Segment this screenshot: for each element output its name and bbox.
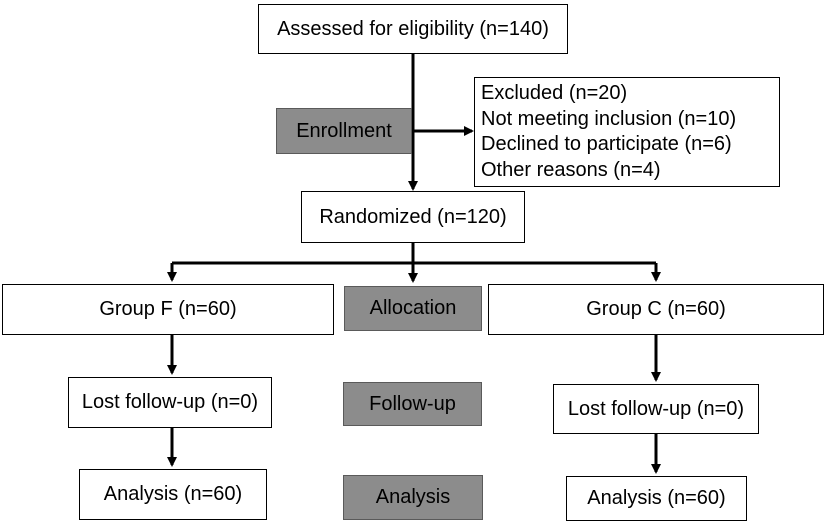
lost-followup-c-label: Lost follow-up (n=0)	[567, 397, 745, 420]
stage-analysis: Analysis	[343, 475, 483, 520]
excluded-title: Excluded (n=20)	[481, 82, 628, 104]
analysis-c-box: Analysis (n=60)	[566, 476, 747, 521]
group-c-box: Group C (n=60)	[488, 284, 824, 335]
randomized-label: Randomized (n=120)	[319, 205, 507, 228]
lost-followup-f-box: Lost follow-up (n=0)	[68, 377, 272, 428]
assessed-box: Assessed for eligibility (n=140)	[258, 4, 568, 54]
analysis-f-box: Analysis (n=60)	[79, 469, 267, 520]
stage-analysis-label: Analysis	[375, 486, 451, 508]
lost-followup-c-box: Lost follow-up (n=0)	[553, 384, 759, 434]
excluded-reason: Declined to participate (n=6)	[481, 133, 732, 155]
randomized-box: Randomized (n=120)	[301, 191, 525, 243]
assessed-label: Assessed for eligibility (n=140)	[277, 17, 549, 40]
excluded-reason: Not meeting inclusion (n=10)	[481, 107, 737, 130]
group-f-label: Group F (n=60)	[99, 298, 237, 320]
stage-enrollment: Enrollment	[276, 108, 412, 154]
lost-followup-f-label: Lost follow-up (n=0)	[81, 391, 259, 413]
stage-enrollment-label: Enrollment	[296, 119, 392, 142]
analysis-f-label: Analysis (n=60)	[103, 483, 243, 505]
excluded-reason: Other reasons (n=4)	[481, 158, 661, 181]
group-c-label: Group C (n=60)	[586, 298, 726, 320]
excluded-box: Excluded (n=20) Not meeting inclusion (n…	[474, 77, 780, 187]
analysis-c-label: Analysis (n=60)	[587, 487, 726, 509]
stage-follow-up-label: Follow-up	[369, 392, 456, 415]
stage-allocation-label: Allocation	[369, 297, 457, 319]
stage-follow-up: Follow-up	[343, 382, 482, 426]
group-f-box: Group F (n=60)	[2, 284, 334, 335]
stage-allocation: Allocation	[344, 286, 482, 331]
